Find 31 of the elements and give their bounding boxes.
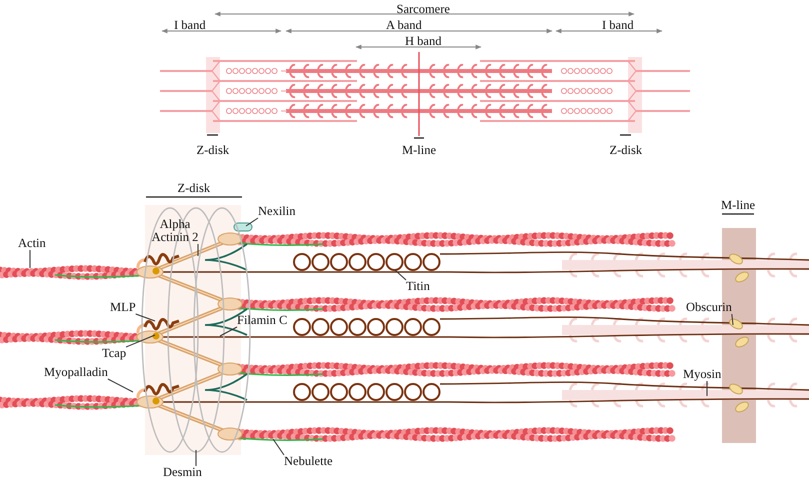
leader-line: [126, 334, 156, 348]
leader-line: [731, 314, 734, 326]
leader-line: [706, 380, 708, 396]
protein-label: Actin: [18, 237, 46, 250]
protein-label: Nexilin: [258, 205, 296, 218]
protein-label: Obscurin: [686, 301, 732, 314]
protein-label: MLP: [110, 301, 136, 314]
protein-label: Myopalladin: [44, 366, 108, 379]
protein-label: Alpha Actinin 2: [146, 218, 204, 244]
band-label: I band: [174, 19, 206, 32]
protein-label: Filamin C: [237, 314, 288, 327]
marker-label: M-line: [402, 144, 436, 157]
band-label: Sarcomere: [396, 3, 450, 16]
protein-label: Tcap: [102, 347, 126, 360]
leader-line: [272, 438, 284, 456]
leader-line: [394, 270, 406, 280]
leader-line: [220, 326, 238, 336]
protein-label: Nebulette: [284, 455, 333, 468]
marker-label: Z-disk: [610, 144, 642, 157]
leader-line: [107, 378, 134, 392]
section-heading: Z-disk: [178, 182, 210, 195]
band-label: I band: [602, 19, 634, 32]
section-heading: M-line: [721, 199, 756, 212]
marker-label: Z-disk: [196, 144, 230, 157]
leader-line: [246, 218, 258, 226]
band-label: H band: [405, 35, 442, 48]
protein-label: Desmin: [163, 466, 202, 479]
band-label: A band: [386, 19, 422, 32]
protein-label: Myosin: [683, 368, 722, 381]
leader-line: [135, 314, 156, 322]
protein-label: Titin: [406, 280, 430, 293]
